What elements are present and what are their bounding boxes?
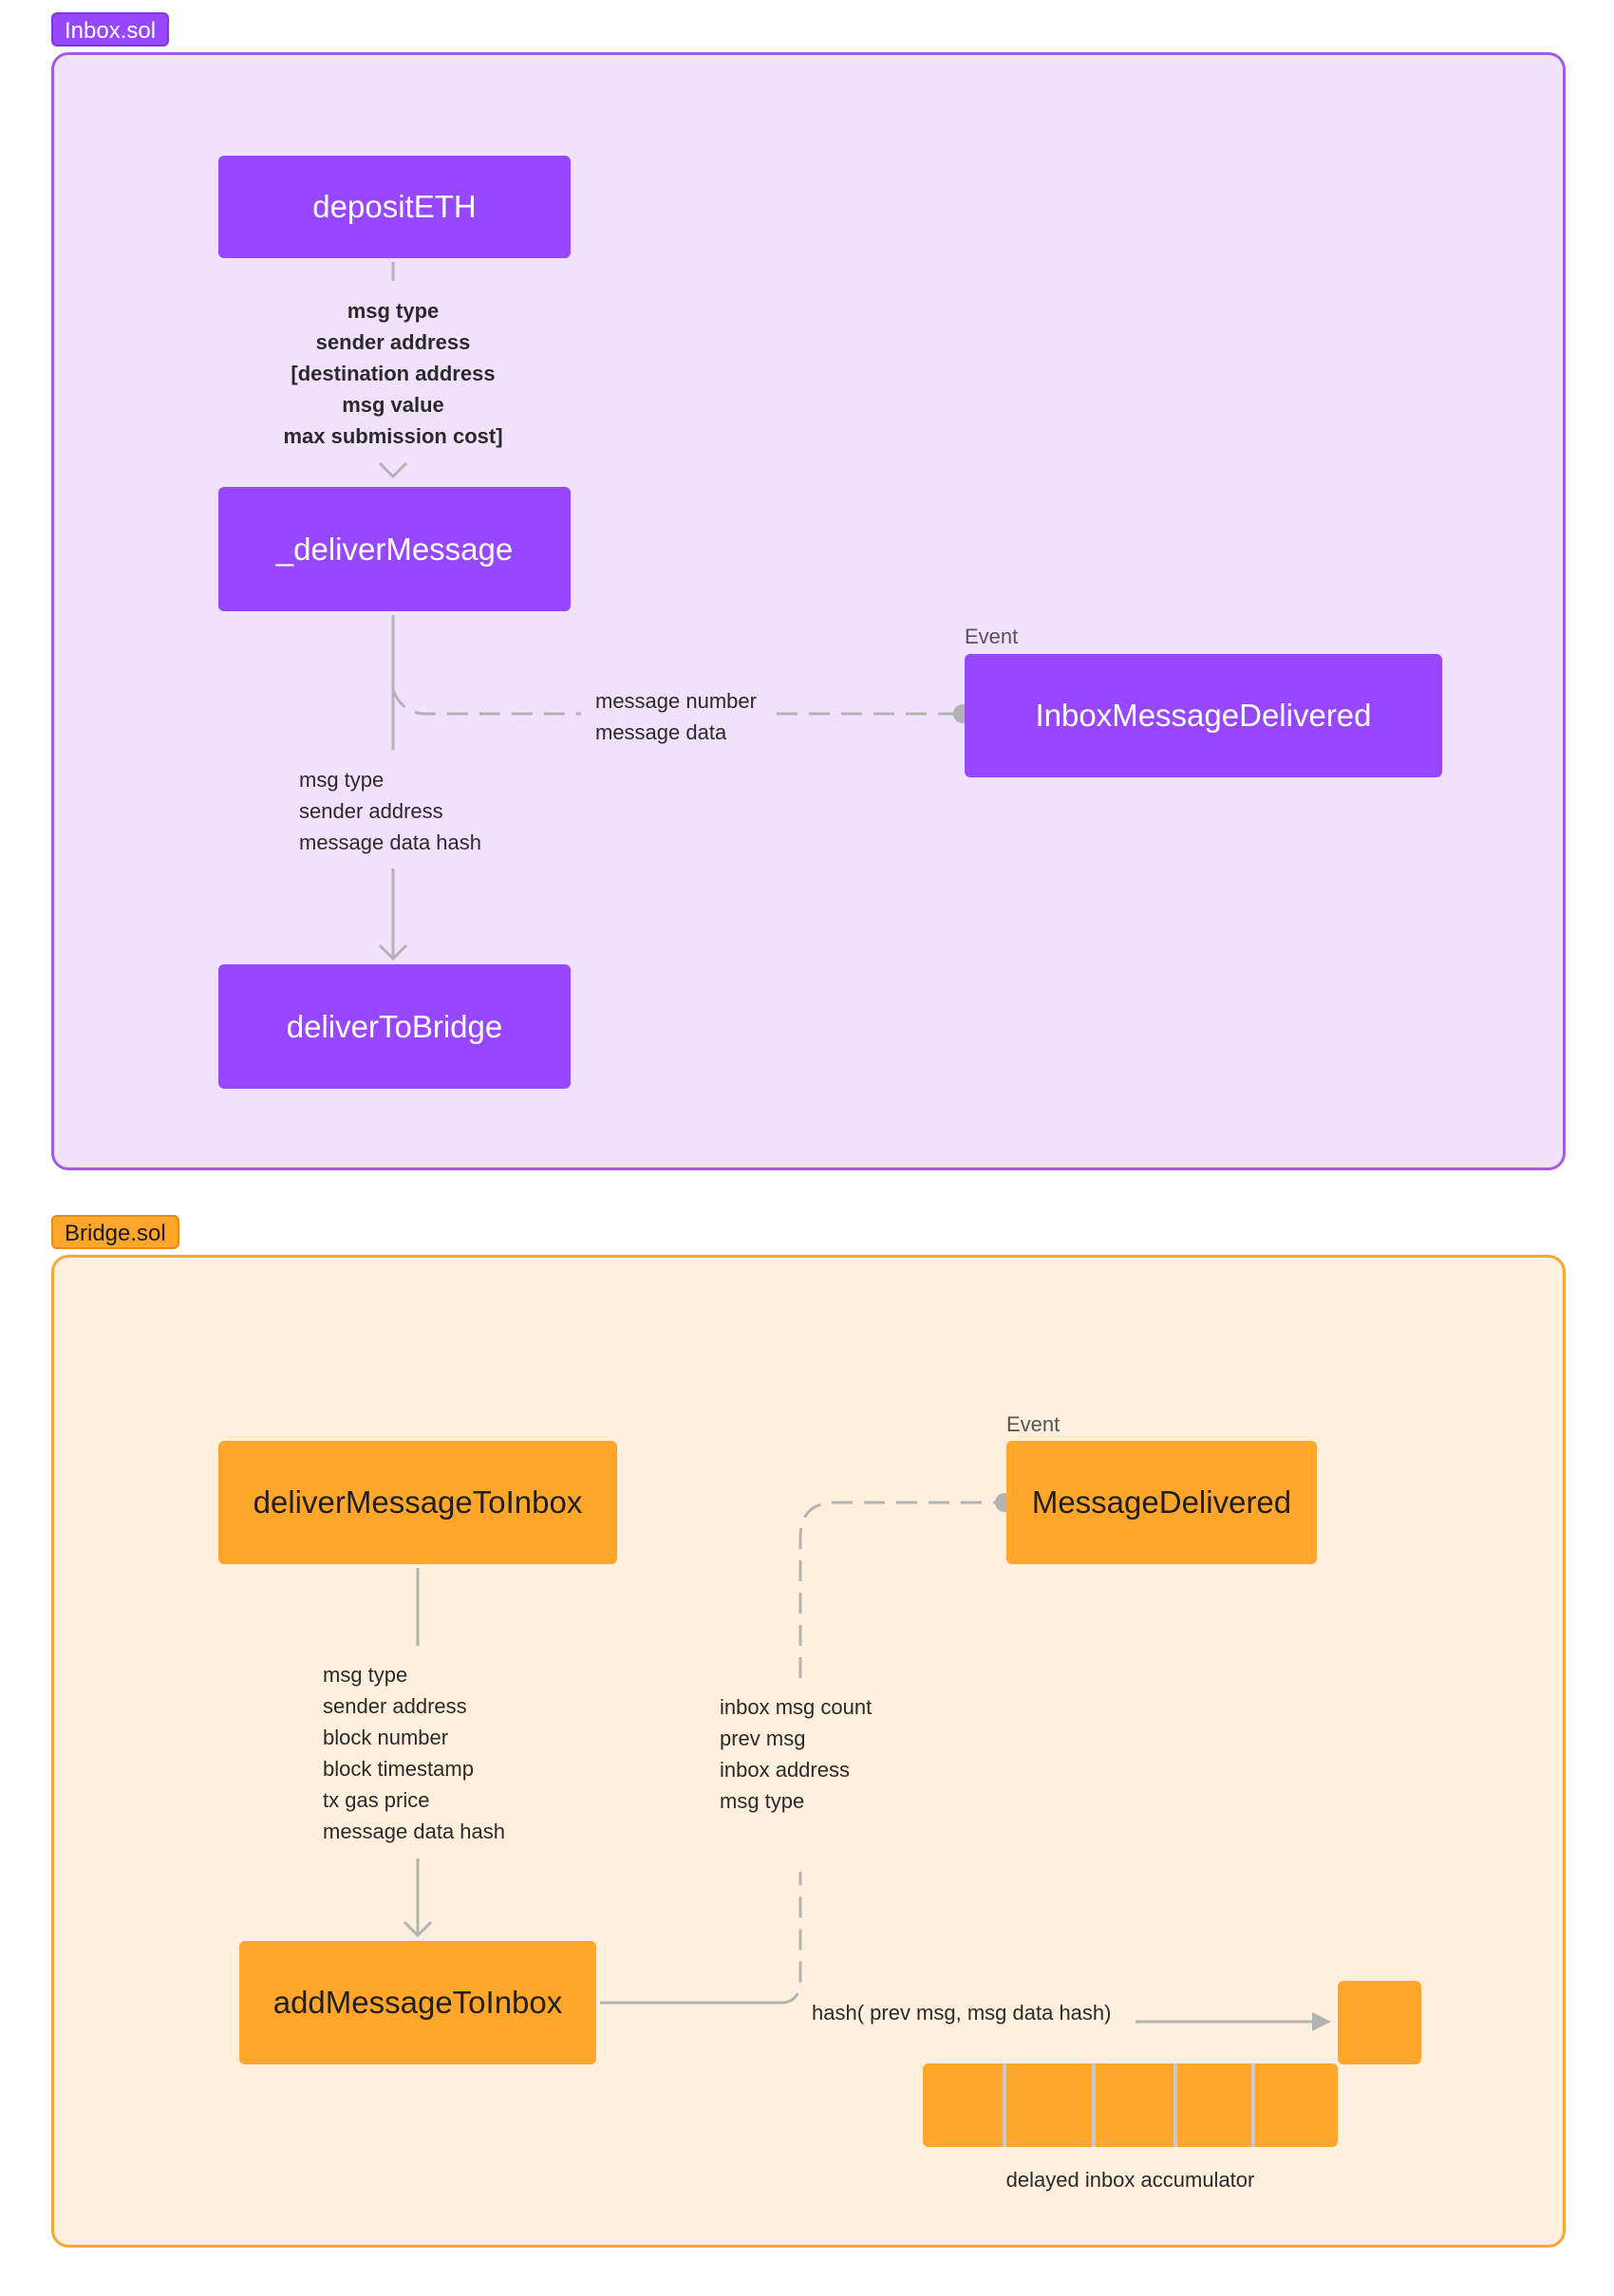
deliver-to-bridge-params: msg type sender address message data has… xyxy=(299,764,481,858)
bridge-event-param: inbox address xyxy=(720,1758,850,1782)
bridge-event-param: inbox msg count xyxy=(720,1695,873,1719)
accumulator-divider xyxy=(1092,2063,1096,2147)
add-param: message data hash xyxy=(323,1820,506,1843)
bridge-event-params: inbox msg count prev msg inbox address m… xyxy=(720,1691,872,1817)
bridge-param: msg type xyxy=(299,768,385,792)
deliver-to-bridge-node[interactable]: deliverToBridge xyxy=(218,964,571,1089)
bridge-event-dashed-upper xyxy=(798,1501,1003,1678)
delayed-inbox-accumulator xyxy=(923,2063,1338,2147)
hash-label: hash( prev msg, msg data hash) xyxy=(812,2001,1112,2025)
inbox-sol-tag: Inbox.sol xyxy=(51,12,170,47)
deposit-param: sender address xyxy=(315,330,471,354)
add-param: tx gas price xyxy=(323,1788,430,1812)
inbox-event-param: message number xyxy=(595,689,757,713)
accumulator-divider xyxy=(1173,2063,1177,2147)
hash-arrow-head xyxy=(1312,2012,1331,2031)
inbox-message-delivered-node[interactable]: InboxMessageDelivered xyxy=(965,654,1442,777)
deliver-message-node[interactable]: _deliverMessage xyxy=(218,487,571,611)
add-message-params: msg type sender address block number blo… xyxy=(323,1659,505,1847)
inbox-event-params: message number message data xyxy=(595,685,757,748)
deposit-params: msg type sender address [destination add… xyxy=(251,295,535,452)
add-param: sender address xyxy=(323,1694,467,1718)
add-param: block timestamp xyxy=(323,1757,474,1781)
accumulator-divider xyxy=(1003,2063,1006,2147)
add-message-to-inbox-node[interactable]: addMessageToInbox xyxy=(239,1941,596,2064)
accumulator-label: delayed inbox accumulator xyxy=(1005,2168,1255,2192)
deposit-param: msg value xyxy=(342,393,444,417)
bridge-event-dashed-lower xyxy=(779,1872,802,2005)
bridge-event-label: Event xyxy=(1006,1412,1060,1436)
bridge-param: message data hash xyxy=(299,831,482,854)
inbox-event-dashed-left xyxy=(391,689,581,716)
bridge-sol-tag: Bridge.sol xyxy=(51,1215,179,1249)
bridge-event-param: msg type xyxy=(720,1789,805,1813)
deposit-arrow xyxy=(378,461,408,479)
add-param: block number xyxy=(323,1726,449,1749)
new-accumulator-cell xyxy=(1338,1981,1421,2064)
message-delivered-node[interactable]: MessageDelivered xyxy=(1006,1441,1317,1564)
bridge-event-param: prev msg xyxy=(720,1727,806,1750)
deposit-param: [destination address xyxy=(291,362,496,385)
add-param: msg type xyxy=(323,1663,408,1687)
deliver-arrow xyxy=(378,943,408,961)
accumulator-divider xyxy=(1251,2063,1255,2147)
bridge-param: sender address xyxy=(299,799,443,823)
deposit-param: max submission cost] xyxy=(283,424,503,448)
deposit-eth-node[interactable]: depositETH xyxy=(218,156,571,258)
deliver-message-to-inbox-node[interactable]: deliverMessageToInbox xyxy=(218,1441,617,1564)
bridge-arrow xyxy=(403,1920,433,1938)
deposit-param: msg type xyxy=(347,299,440,323)
inbox-event-label: Event xyxy=(965,625,1019,648)
inbox-event-param: message data xyxy=(595,720,727,744)
